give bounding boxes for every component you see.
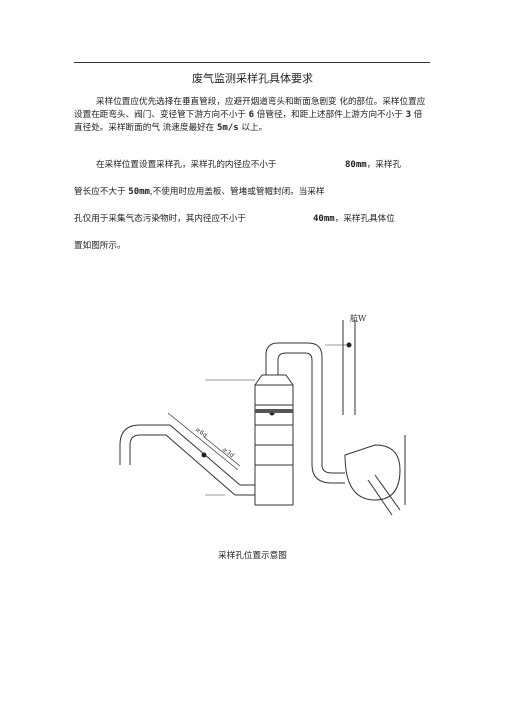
diagram-caption: 采样孔位置示意图	[218, 551, 287, 561]
para1-value-3: 3	[405, 110, 412, 120]
line1-text: 在采样位置设置采样孔，采样孔的内径应不小于	[96, 160, 277, 170]
para1-text-g: 以上。	[238, 123, 268, 133]
page-title: 废气监测采样孔具体要求	[192, 72, 313, 85]
line3-value: 40mm，采样孔具体位	[313, 212, 395, 224]
outlet-duct-inner	[277, 352, 313, 465]
line2-head: 管长应不大于	[74, 187, 129, 197]
line3-tail: ，采样孔具体位	[334, 214, 395, 224]
value-40mm: 40mm	[313, 214, 335, 224]
fan-housing	[344, 444, 401, 501]
para1-value-velocity: 5m/s	[216, 123, 239, 133]
label-6d: ≥6d	[194, 426, 208, 439]
para1-value-6: 6	[248, 110, 255, 120]
sampling-hole-diagram: ≥6d ≥3d 航W	[119, 313, 406, 516]
sampling-point-left	[201, 452, 207, 458]
tower-cone	[254, 374, 294, 386]
inlet-duct-upper	[119, 424, 241, 486]
para1-text-e: 倍直径处。采样断面的气 流速度最好在	[74, 110, 423, 133]
line4-text: 置如图所示。	[74, 241, 126, 251]
sampling-point-chimney	[346, 342, 352, 348]
label-top-right: 航W	[350, 313, 367, 323]
paragraph-sampling-position: 采样位置应优先选择在垂直管段，应避开烟道弯头和断面急剧变 化的部位。采样位置应设…	[74, 96, 430, 135]
line2-tail: ,不使用时应用盖板、管堵或管帽封闭。当采样	[149, 187, 325, 197]
dimension-3d-line	[203, 436, 241, 467]
para1-text-a: 采样位置应优先选择在垂直管段，应避开烟道弯头和断面急剧变 化的部位。采样位置应设…	[74, 97, 426, 120]
fan-inlet-inner	[321, 464, 345, 474]
para1-text-c: 倍管径，和距上述部件上游方向不小于	[254, 110, 406, 120]
line3-text: 孔仅用于采集气态污染物时，其内径应不小于	[74, 214, 246, 224]
line2-text: 管长应不大于 50mm,不使用时应用盖板、管堵或管帽封闭。当采样	[74, 185, 325, 197]
value-80mm: 80mm	[345, 160, 367, 170]
fan-inlet-outer	[311, 464, 345, 484]
tower-sampling-band	[255, 409, 293, 413]
fan-outlet-line-2	[367, 479, 393, 516]
header-rule	[74, 62, 430, 63]
line1-value: 80mm，采样孔	[345, 158, 401, 170]
outlet-duct-outer	[265, 342, 323, 465]
fan-outlet-line	[374, 474, 401, 511]
inlet-duct-lower	[129, 434, 236, 496]
line1-tail: ，采样孔	[366, 160, 402, 170]
value-50mm: 50mm	[128, 187, 150, 197]
dimension-6d-line	[167, 412, 239, 471]
